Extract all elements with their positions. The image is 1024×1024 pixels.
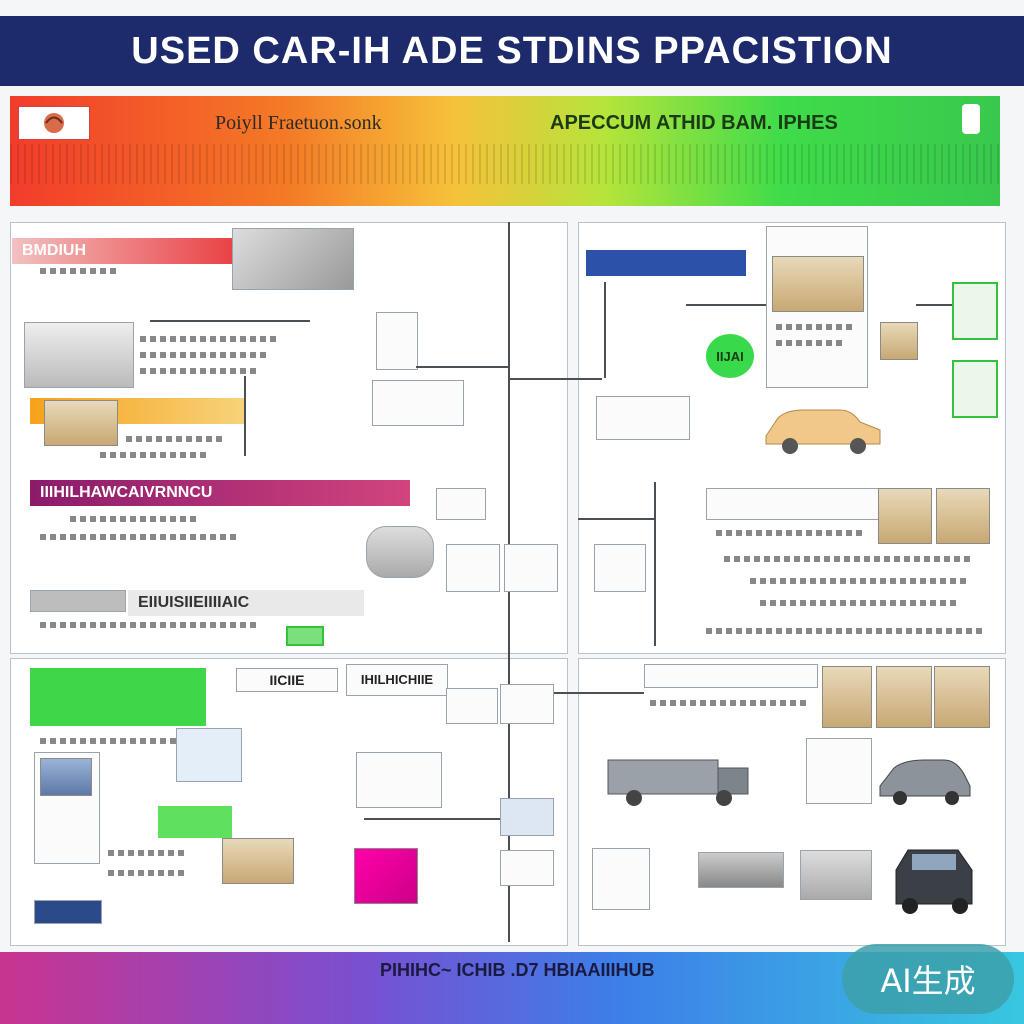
gold-image bbox=[44, 400, 118, 446]
car-icon bbox=[765, 409, 881, 454]
text-line bbox=[140, 368, 260, 374]
shelf-image bbox=[934, 666, 990, 728]
chart-thumbnail bbox=[880, 322, 918, 360]
truck-icon bbox=[607, 759, 749, 806]
info-card bbox=[706, 488, 892, 520]
text-line bbox=[776, 324, 856, 330]
text-line bbox=[716, 530, 866, 536]
text-line bbox=[776, 340, 846, 346]
info-card bbox=[644, 664, 818, 688]
text-line bbox=[108, 870, 188, 876]
text-line bbox=[760, 600, 960, 606]
connector bbox=[604, 282, 606, 378]
machine-icon bbox=[366, 526, 434, 578]
connector bbox=[916, 304, 952, 306]
banner-streaks bbox=[10, 144, 1000, 184]
green-panel-label: IHILHICHIIE bbox=[346, 664, 448, 696]
section-strip-magenta: IIIHILHAWCAIVRNNCU bbox=[30, 480, 410, 506]
section-strip-blue bbox=[586, 250, 746, 276]
gradient-banner: Poiyll Fraetuon.sonk APECCUM ATHID BAM. … bbox=[10, 96, 1000, 206]
shelf-image bbox=[772, 256, 864, 312]
device-image bbox=[800, 850, 872, 900]
text-line bbox=[140, 336, 280, 342]
connector bbox=[578, 518, 654, 520]
green-card bbox=[952, 282, 998, 340]
pink-image bbox=[354, 848, 418, 904]
sketch-image bbox=[356, 752, 442, 808]
green-tab: IICIIE bbox=[236, 668, 338, 692]
data-table-card bbox=[596, 396, 690, 440]
table-thumbnail bbox=[594, 544, 646, 592]
connector bbox=[510, 378, 602, 380]
gray-tab bbox=[30, 590, 126, 612]
text-line bbox=[40, 738, 220, 744]
product-image bbox=[222, 838, 294, 884]
green-chip bbox=[158, 806, 232, 838]
blue-chip bbox=[34, 900, 102, 924]
connector bbox=[554, 692, 644, 694]
suv-icon bbox=[895, 849, 973, 914]
text-line bbox=[108, 850, 188, 856]
text-line bbox=[70, 516, 200, 522]
green-circle: IIJAI bbox=[706, 334, 754, 378]
table-thumbnail bbox=[446, 544, 500, 592]
table-thumbnail bbox=[446, 688, 498, 724]
green-card bbox=[952, 360, 998, 418]
tag-icon bbox=[962, 104, 980, 134]
table-thumbnail bbox=[504, 544, 558, 592]
connector bbox=[150, 320, 310, 322]
logo-icon bbox=[18, 106, 90, 140]
printer-icon bbox=[436, 488, 486, 520]
scanner-device-icon bbox=[232, 228, 354, 290]
text-line bbox=[40, 534, 240, 540]
document-image bbox=[40, 758, 92, 796]
chart-card bbox=[176, 728, 242, 782]
sedan-icon bbox=[879, 759, 971, 805]
green-header-block bbox=[30, 668, 206, 726]
shelf-image bbox=[876, 666, 932, 728]
shelf-image bbox=[822, 666, 872, 728]
table-thumbnail bbox=[500, 798, 554, 836]
module-icon bbox=[24, 322, 134, 388]
shelf-image bbox=[936, 488, 990, 544]
text-line bbox=[750, 578, 970, 584]
device-illustration bbox=[376, 312, 418, 370]
table-thumbnail bbox=[592, 848, 650, 910]
connector bbox=[416, 366, 510, 368]
banner-right-label: APECCUM ATHID BAM. IPHES bbox=[550, 112, 838, 134]
page-title: USED CAR-IH ADE STDINS PPACISTION bbox=[0, 16, 1024, 86]
connector bbox=[654, 482, 656, 646]
connector bbox=[244, 376, 246, 456]
vehicle-sketch bbox=[372, 380, 464, 426]
text-line bbox=[706, 628, 986, 634]
banner-left-label: Poiyll Fraetuon.sonk bbox=[215, 112, 382, 134]
text-line bbox=[650, 700, 810, 706]
ai-generated-badge: AI生成 bbox=[842, 944, 1014, 1014]
shelf-image bbox=[878, 488, 932, 544]
text-line bbox=[140, 352, 270, 358]
section-strip-gray: EIIUISIIEIIIIAIC bbox=[128, 590, 364, 616]
footer-text: PIHIHC~ ICHIB .D7 HBIAAIIIHUB bbox=[380, 960, 655, 980]
text-line bbox=[40, 622, 260, 628]
text-line bbox=[126, 436, 226, 442]
connector bbox=[364, 818, 504, 820]
table-thumbnail bbox=[500, 684, 554, 724]
text-line bbox=[724, 556, 974, 562]
shelf-unit bbox=[806, 738, 872, 804]
table-thumbnail bbox=[500, 850, 554, 886]
connector bbox=[686, 304, 768, 306]
text-line bbox=[40, 268, 120, 274]
device-image bbox=[698, 852, 784, 888]
text-line bbox=[100, 452, 210, 458]
green-chip bbox=[286, 626, 324, 646]
